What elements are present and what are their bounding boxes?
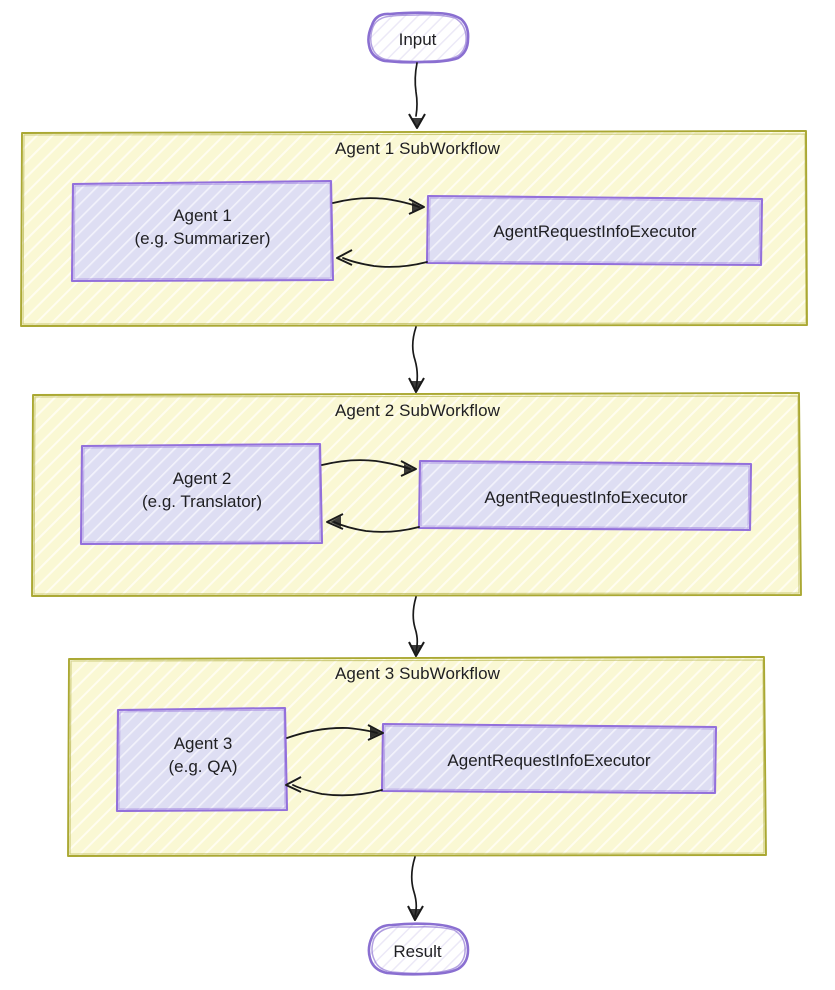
edge-agent-1-to-executor-1 <box>332 197 425 215</box>
subgraph-agent3-subworkflow[interactable] <box>67 656 767 857</box>
node-agent-3[interactable] <box>115 706 289 813</box>
edge-agent-3-to-executor-3 <box>286 724 384 741</box>
edge-executor-1-to-agent-1 <box>336 249 428 268</box>
node-agent-2[interactable] <box>79 442 324 546</box>
terminal-result[interactable] <box>367 922 470 976</box>
subgraph-agent1-subworkflow[interactable] <box>20 130 808 327</box>
edge-executor-3-to-agent-3 <box>285 776 383 797</box>
edge-input-to-agent1 <box>408 62 426 129</box>
edge-agent2-to-agent3 <box>408 596 425 657</box>
terminal-input[interactable] <box>367 11 470 64</box>
node-agent-request-info-executor-1[interactable] <box>425 194 764 267</box>
edge-agent1-to-agent2 <box>408 326 425 393</box>
edge-agent-2-to-executor-2 <box>321 459 417 477</box>
node-agent-request-info-executor-2[interactable] <box>417 459 753 532</box>
edge-agent3-to-result <box>407 856 424 921</box>
node-agent-request-info-executor-3[interactable] <box>380 722 718 795</box>
edge-executor-2-to-agent-2 <box>326 513 420 533</box>
subgraph-agent2-subworkflow[interactable] <box>31 392 802 597</box>
node-agent-1[interactable] <box>70 179 335 283</box>
